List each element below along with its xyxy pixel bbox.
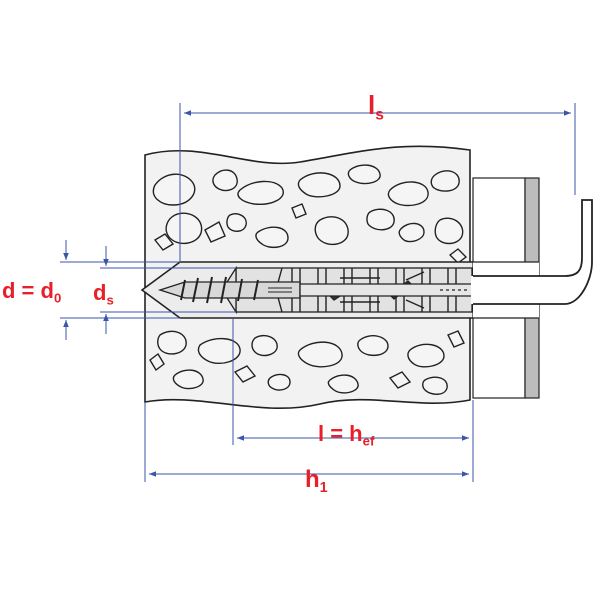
label-ds-sub: s bbox=[106, 292, 114, 308]
label-l-hef: l = hef bbox=[318, 423, 374, 448]
label-ls: ls bbox=[368, 92, 384, 123]
dimension-lines bbox=[60, 103, 576, 482]
label-ds: ds bbox=[93, 282, 114, 307]
label-d-sub: 0 bbox=[53, 290, 62, 306]
label-h1-main: h bbox=[305, 466, 320, 493]
label-lhef-sub: ef bbox=[362, 433, 375, 449]
aggregate-pattern bbox=[149, 164, 468, 395]
label-lhef-main: l = h bbox=[318, 421, 363, 446]
label-ls-main: l bbox=[368, 90, 376, 120]
label-h1: h1 bbox=[305, 466, 328, 497]
label-ls-sub: s bbox=[375, 106, 384, 124]
label-d-main: d = d bbox=[2, 278, 54, 303]
hook-bolt bbox=[471, 199, 593, 305]
label-ds-main: d bbox=[93, 280, 107, 305]
label-h1-sub: 1 bbox=[319, 480, 328, 497]
label-d-d0: d = d0 bbox=[2, 280, 61, 305]
screw bbox=[157, 276, 473, 304]
